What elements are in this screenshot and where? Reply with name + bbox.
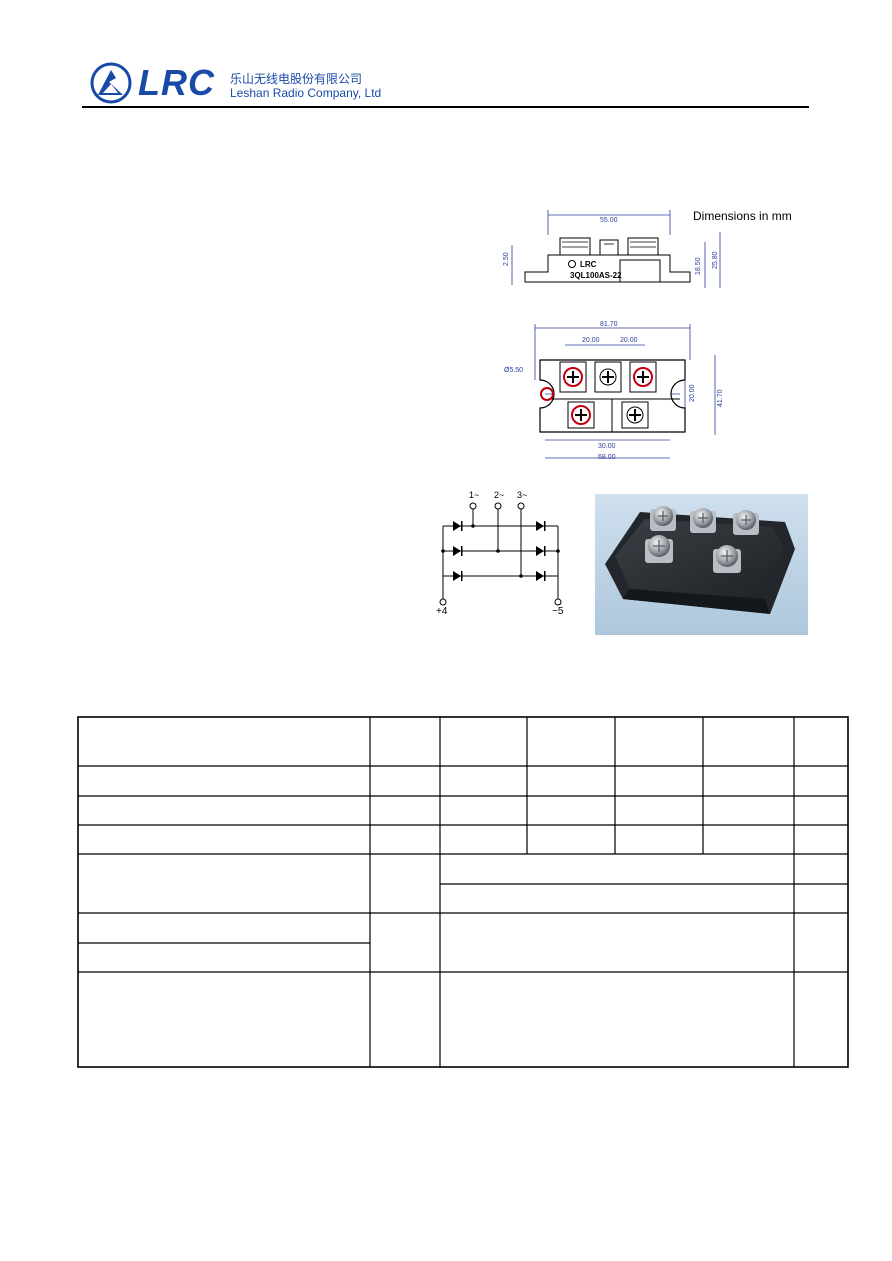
dim-inner-height-label: 20.00 (689, 384, 696, 402)
terminal-2-label: 2~ (494, 490, 504, 500)
logo-text: LRC (138, 62, 215, 103)
terminal-minus-label: −5 (552, 606, 564, 617)
dimensions-note: Dimensions in mm (693, 209, 792, 223)
header-divider (82, 106, 809, 108)
dim-height-label: 41.70 (717, 389, 724, 407)
dim-right-label: 25.80 (712, 251, 719, 269)
dim-width-label: 55.00 (600, 217, 618, 224)
dim-bottom-1-label: 30.00 (598, 443, 616, 450)
dim-hole-label: Ø5.50 (504, 367, 523, 374)
dim-overall-label: 81.70 (600, 321, 618, 328)
circuit-diagram: 1~ 2~ 3~ +4 −5 (436, 490, 564, 617)
specification-table (77, 716, 849, 1068)
side-view-drawing: 55.00 2.50 18.50 25.80 LRC 3QL100AS-22 (503, 210, 721, 288)
module-brand-label: LRC (580, 260, 597, 269)
dim-left-label: 2.50 (503, 252, 510, 266)
dim-pitch-2-label: 20.00 (620, 337, 638, 344)
terminal-3-label: 3~ (517, 490, 527, 500)
dim-pitch-1-label: 20.00 (582, 337, 600, 344)
terminal-1-label: 1~ (469, 490, 479, 500)
terminal-plus-label: +4 (436, 606, 448, 617)
dim-bottom-2-label: 68.00 (598, 454, 616, 461)
module-photo (595, 494, 808, 635)
module-part-label: 3QL100AS-22 (570, 271, 622, 280)
lrc-logo-icon (90, 62, 132, 104)
company-name-english: Leshan Radio Company, Ltd (230, 86, 382, 100)
top-view-drawing: 81.70 20.00 20.00 Ø5.50 41.70 20.00 30.0… (504, 321, 724, 461)
company-name-chinese: 乐山无线电股份有限公司 (230, 72, 363, 86)
dim-mid-label: 18.50 (695, 257, 702, 275)
